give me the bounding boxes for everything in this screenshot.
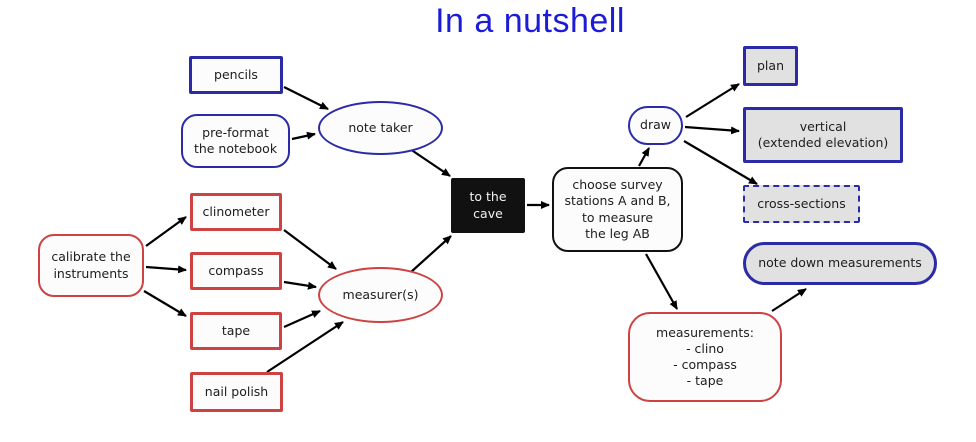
edge-calibrate-instruments-to-compass xyxy=(145,265,187,274)
tape-node: tape xyxy=(190,312,282,350)
choose-survey-stations-node: choose survey stations A and B, to measu… xyxy=(552,167,683,252)
edge-draw-to-cross-sections xyxy=(683,140,758,185)
cross-sections-node: cross-sections xyxy=(743,185,860,223)
plan-node: plan xyxy=(743,46,798,86)
edge-pre-format-notebook-to-note-taker xyxy=(291,131,316,141)
pencils-node: pencils xyxy=(189,56,283,94)
vertical-extended-elevation-node: vertical (extended elevation) xyxy=(743,107,903,163)
calibrate-instruments-node: calibrate the instruments xyxy=(38,234,144,297)
page-title: In a nutshell xyxy=(435,2,625,40)
edge-draw-to-plan xyxy=(685,83,740,118)
compass-node: compass xyxy=(190,252,282,290)
edge-calibrate-instruments-to-clinometer xyxy=(145,216,187,247)
edge-pencils-to-note-taker xyxy=(283,86,329,110)
edge-note-taker-to-to-the-cave xyxy=(409,148,451,177)
edge-clinometer-to-measurers xyxy=(283,229,337,270)
edge-choose-survey-stations-to-draw xyxy=(638,147,650,167)
to-the-cave-node: to the cave xyxy=(451,178,525,233)
clinometer-node: clinometer xyxy=(190,193,282,231)
measurements-list-node: measurements: - clino - compass - tape xyxy=(628,312,782,402)
note-down-measurements-node: note down measurements xyxy=(743,242,937,285)
measurers-node: measurer(s) xyxy=(318,267,443,323)
edge-calibrate-instruments-to-tape xyxy=(143,290,187,317)
edge-tape-to-measurers xyxy=(283,309,321,329)
edge-draw-to-vertical-extended-elevation xyxy=(684,125,740,135)
nail-polish-node: nail polish xyxy=(190,372,283,412)
draw-node: draw xyxy=(628,106,683,145)
pre-format-notebook-node: pre-format the notebook xyxy=(181,114,290,168)
edge-measurers-to-to-the-cave xyxy=(410,235,452,273)
edge-compass-to-measurers xyxy=(283,280,317,290)
edge-choose-survey-stations-to-measurements-list xyxy=(645,253,678,310)
edge-measurements-list-to-note-down-measurements xyxy=(771,288,807,312)
note-taker-node: note taker xyxy=(318,101,443,155)
edge-nail-polish-to-measurers xyxy=(266,321,344,373)
